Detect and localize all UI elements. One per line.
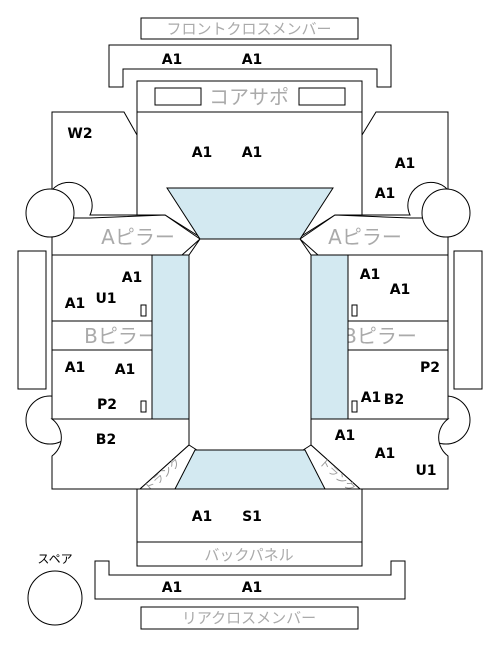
rear-cross-member-label: リアクロスメンバー <box>182 609 316 627</box>
spare-tire[interactable] <box>27 570 83 626</box>
front-right-door-grade-1: A1 <box>360 267 381 283</box>
rear-left-door-handle <box>140 400 147 413</box>
core-support-label: コアサポ <box>209 85 289 109</box>
b-pillar-left-label: Bピラー <box>84 324 158 348</box>
trunk[interactable] <box>136 488 363 543</box>
front-right-door-grade-2: A1 <box>390 282 411 298</box>
core-support[interactable]: コアサポ <box>136 80 363 113</box>
trunk-grade-1: A1 <box>192 509 213 525</box>
front-left-fender[interactable] <box>51 111 138 216</box>
roof[interactable] <box>188 238 312 451</box>
rear-bumper-bracket <box>94 560 406 600</box>
b-pillar-right-label: Bピラー <box>343 324 417 348</box>
rear-left-door-grade-3: P2 <box>97 397 117 413</box>
rear-left-door-grade-1: A1 <box>65 360 86 376</box>
front-cross-member[interactable]: フロントクロスメンバー <box>140 17 359 40</box>
left-side-windows <box>151 254 190 420</box>
rear-right-door-grade-1: P2 <box>420 360 440 376</box>
front-left-door-grade-1: A1 <box>122 270 143 286</box>
left-side-sill[interactable] <box>17 250 47 390</box>
front-right-door-handle <box>351 304 358 317</box>
rear-left-quarter-grade: B2 <box>96 432 116 448</box>
rear-cross-grade-1: A1 <box>162 580 183 596</box>
right-side-sill[interactable] <box>453 250 483 390</box>
hood-grade-2: A1 <box>242 145 263 161</box>
front-right-fender-grade-2: A1 <box>375 186 396 202</box>
front-cross-member-label: フロントクロスメンバー <box>166 20 331 38</box>
front-left-door-handle <box>140 304 147 317</box>
a-pillar-right-label: Aピラー <box>328 225 402 249</box>
a-pillar-left-label: Aピラー <box>101 225 175 249</box>
rear-right-door-grade-3: B2 <box>384 392 404 408</box>
front-cross-grade-1: A1 <box>162 52 183 68</box>
core-support-slot-right <box>298 87 346 106</box>
right-side-windows <box>310 254 349 420</box>
core-support-slot-left <box>154 87 202 106</box>
front-right-fender[interactable] <box>361 111 449 216</box>
front-left-door-grade-3: U1 <box>95 291 116 307</box>
rear-right-door-grade-2: A1 <box>361 390 382 406</box>
back-panel[interactable]: バックパネル <box>136 541 363 567</box>
front-left-door-grade-2: A1 <box>65 296 86 312</box>
front-right-fender-grade-1: A1 <box>395 156 416 172</box>
rear-right-door-handle <box>351 400 358 413</box>
front-left-wheel[interactable] <box>25 188 75 238</box>
rear-right-quarter-grade-3: U1 <box>415 463 436 479</box>
rear-right-quarter-grade-2: A1 <box>375 446 396 462</box>
rear-left-door-grade-2: A1 <box>115 362 136 378</box>
rear-cross-grade-2: A1 <box>242 580 263 596</box>
back-panel-label: バックパネル <box>204 546 293 564</box>
spare-label: スペア <box>37 552 72 566</box>
front-cross-grade-2: A1 <box>242 52 263 68</box>
a-pillar-left[interactable]: Aピラー <box>51 214 201 256</box>
rear-window <box>174 449 326 490</box>
rear-right-quarter-grade-1: A1 <box>335 428 356 444</box>
front-right-wheel[interactable] <box>421 188 471 238</box>
trunk-grade-2: S1 <box>242 509 262 525</box>
front-bumper-bracket <box>108 44 392 88</box>
hood-grade-1: A1 <box>192 145 213 161</box>
rear-cross-member[interactable]: リアクロスメンバー <box>140 606 359 630</box>
front-left-fender-grade: W2 <box>67 126 92 142</box>
